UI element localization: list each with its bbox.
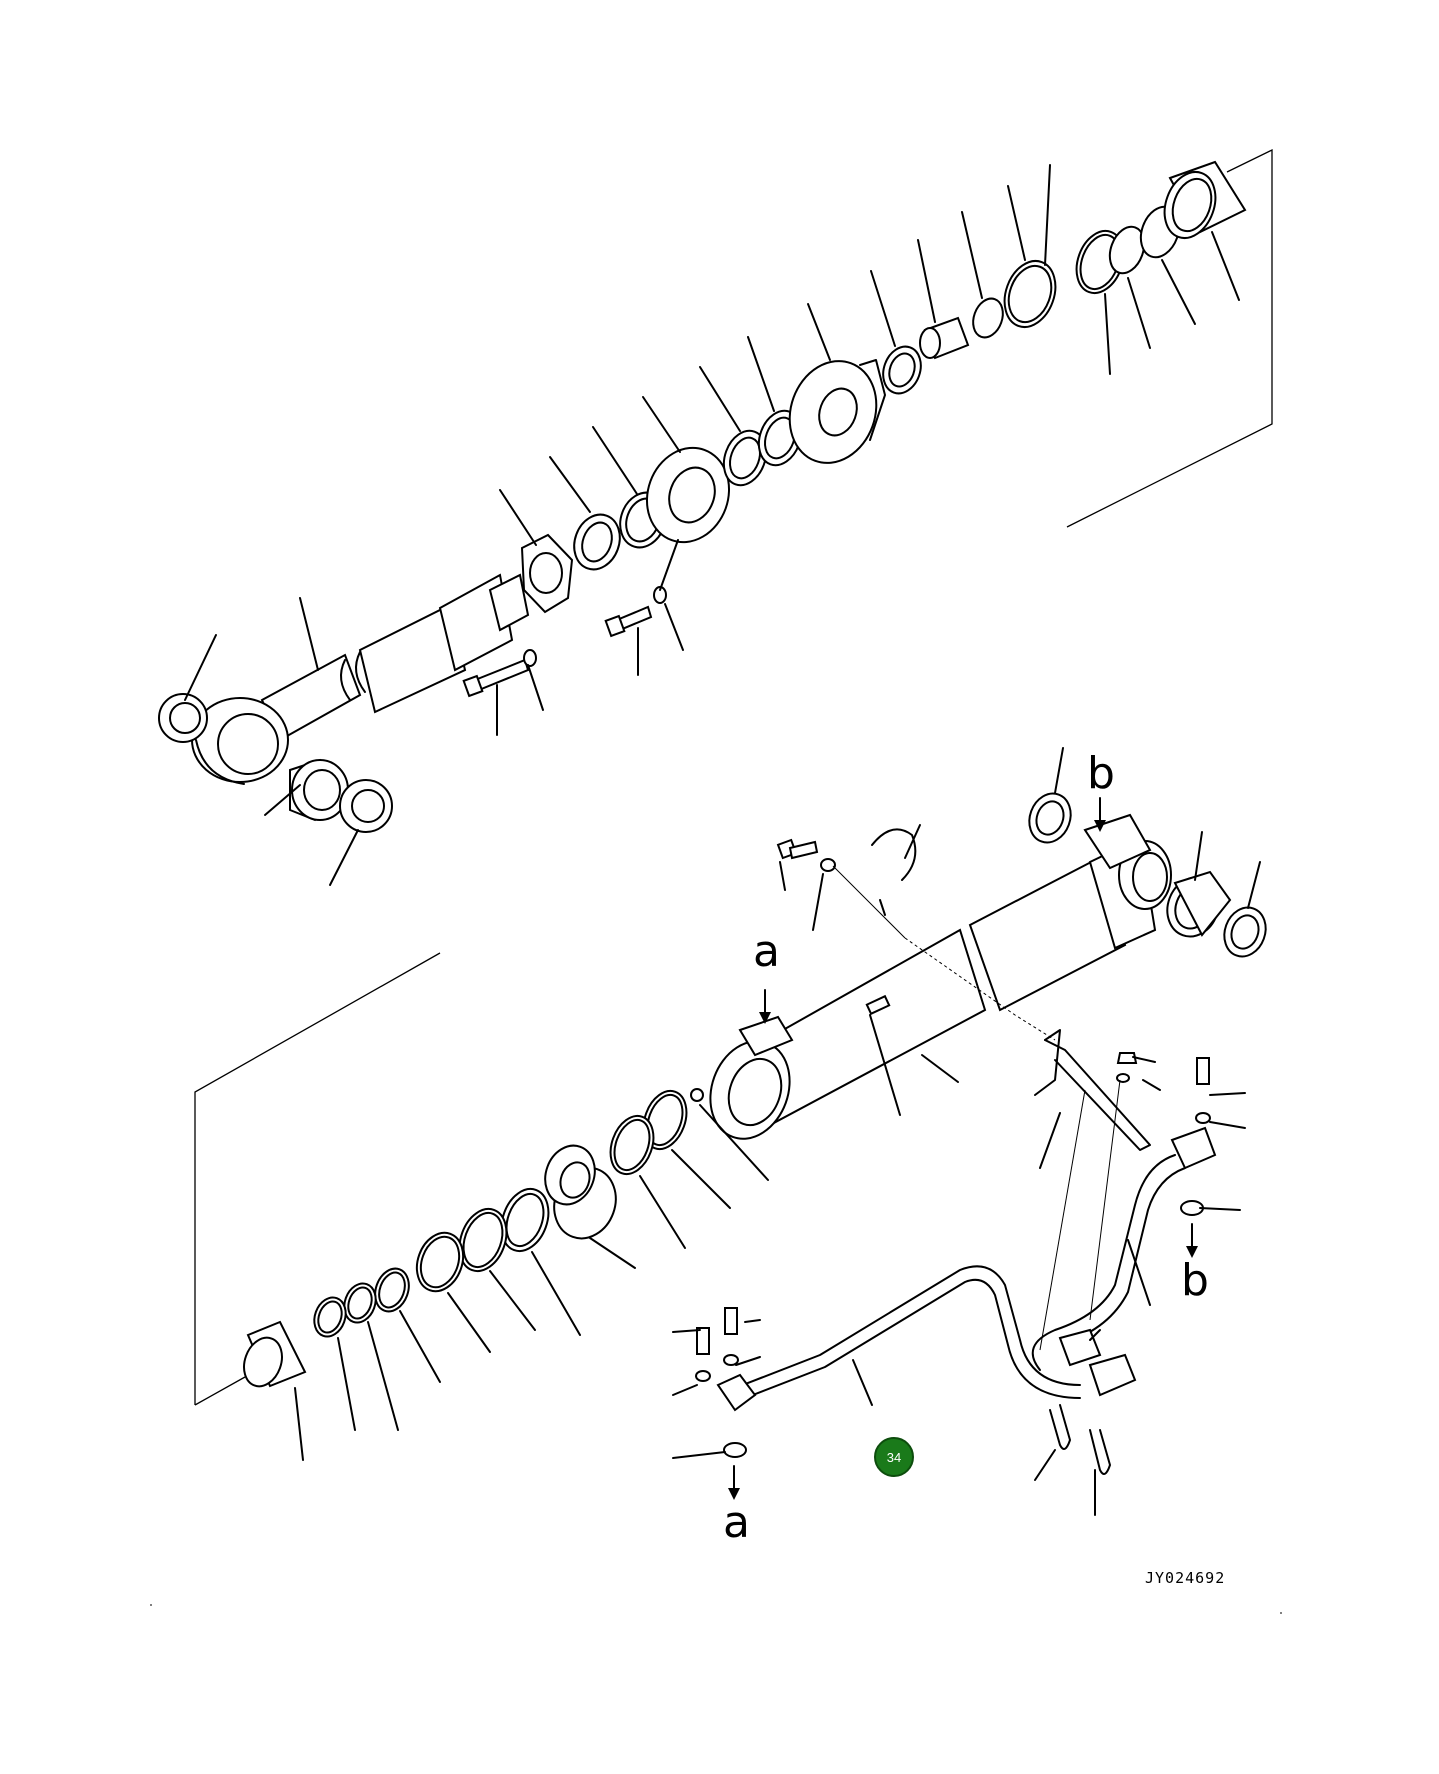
head-bolt-lower: [604, 586, 667, 638]
piston-rod-assembly: [158, 148, 1273, 886]
flange-bolts-b: [1116, 1052, 1211, 1124]
leader-lines-lower: [294, 747, 1261, 1516]
bottom-bushing: [1166, 870, 1232, 938]
retainer-plate: [520, 533, 574, 614]
bottom-seal: [1223, 906, 1267, 958]
head-bolt-upper: [462, 649, 537, 698]
leader-lines-upper: [184, 164, 1240, 886]
u-bolts: [1049, 1404, 1111, 1475]
pipe-clamp: [871, 828, 917, 916]
end-cap: [1163, 160, 1247, 239]
connection-label-b-top: b: [1087, 748, 1115, 799]
cylinder-tube-assembly: [194, 747, 1267, 1516]
clamp-bolt: [776, 838, 836, 872]
rod-end-seal: [158, 693, 208, 743]
routing-lines: [832, 865, 1121, 1351]
flange-bolts-a: [695, 1307, 739, 1382]
hydraulic-pipe-a: [716, 1265, 1137, 1412]
head-seal-rings: [313, 1188, 550, 1338]
connection-arrows: [728, 797, 1198, 1500]
piston: [788, 359, 886, 464]
rod-end-seal-lower: [339, 779, 393, 833]
cylinder-tube: [709, 813, 1172, 1140]
eye-seal: [1028, 792, 1072, 844]
callout-circle[interactable]: [874, 1437, 914, 1477]
wear-rings: [882, 205, 1181, 395]
piston-rod: [191, 573, 530, 785]
mounting-bracket: [1034, 1029, 1151, 1151]
connection-label-a-bottom: a: [723, 1497, 750, 1548]
rod-end-bushing: [289, 758, 349, 822]
flange-o-rings: [723, 1200, 1204, 1458]
cylinder-rings: [609, 1088, 704, 1176]
cylinder-head: [544, 1144, 617, 1240]
callout-number[interactable]: 34: [887, 1450, 901, 1465]
connection-label-a-top: a: [753, 926, 780, 977]
cylinder-head-flange: [645, 446, 731, 544]
bushing-lower: [243, 1320, 307, 1388]
drawing-code: JY024692: [1145, 1569, 1225, 1587]
connection-label-b-bottom: b: [1181, 1255, 1209, 1306]
callout-badge-34[interactable]: 34: [874, 1437, 914, 1477]
